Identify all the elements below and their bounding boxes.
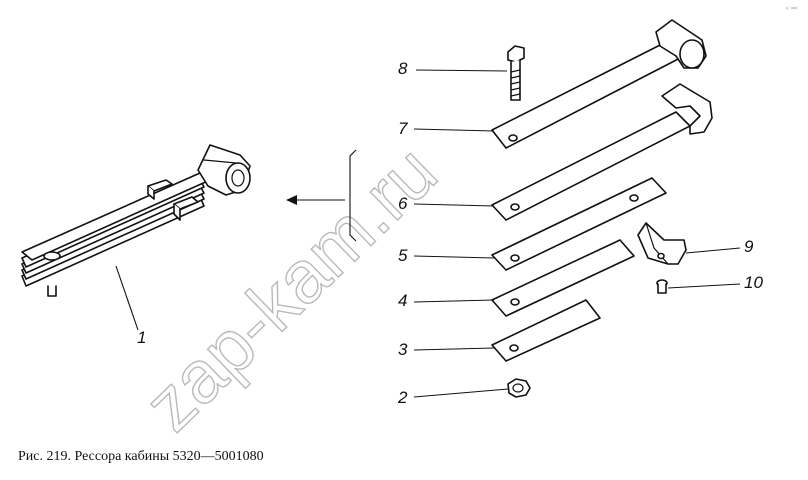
label-3: 3 (398, 340, 408, 359)
label-9: 9 (744, 237, 754, 256)
assembly-arrow (286, 195, 345, 205)
main-leaf-part (491, 19, 707, 149)
leader-2 (413, 388, 509, 398)
label-1: 1 (137, 328, 146, 347)
leader-5 (413, 255, 495, 259)
leaf-3-part (491, 299, 601, 362)
label-10: 10 (744, 273, 763, 292)
leader-6 (413, 203, 495, 207)
label-5: 5 (398, 246, 408, 265)
label-8: 8 (398, 59, 408, 78)
leaf-5-part (491, 177, 667, 271)
screw-part (656, 279, 668, 294)
label-7: 7 (398, 119, 408, 138)
label-2: 2 (397, 388, 408, 407)
leader-10 (667, 283, 741, 289)
group-bracket (349, 149, 357, 242)
second-leaf-part (491, 83, 713, 221)
bracket-part (637, 222, 687, 265)
leader-3 (413, 347, 495, 351)
leaf-4-part (491, 239, 635, 317)
nut-part (507, 378, 531, 398)
leader-1 (115, 265, 139, 331)
corner-mark: ц" ааа (786, 5, 798, 10)
leader-9 (685, 247, 741, 254)
leader-4 (413, 299, 495, 303)
label-4: 4 (398, 291, 407, 310)
bolt-part (507, 45, 525, 101)
leader-7 (413, 128, 495, 132)
label-6: 6 (398, 194, 408, 213)
spring-assembly (21, 144, 251, 297)
figure-caption: Рис. 219. Рессора кабины 5320—5001080 (18, 449, 264, 464)
leader-8 (415, 69, 508, 72)
